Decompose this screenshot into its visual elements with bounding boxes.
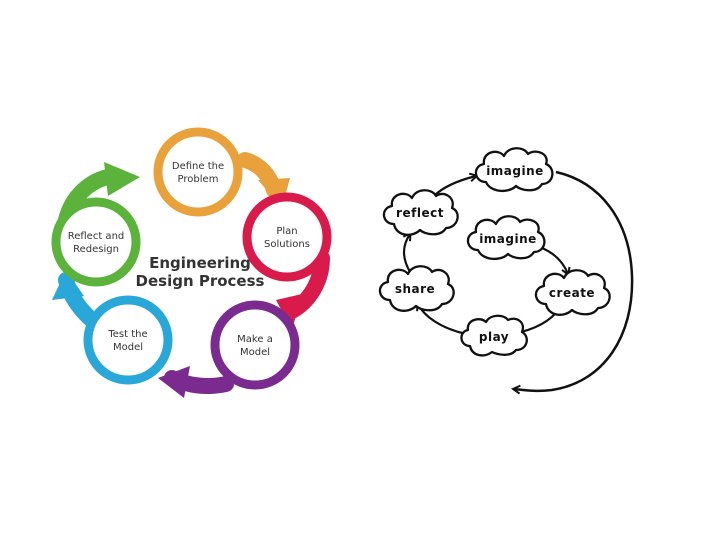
arrowhead-plan-to-make bbox=[276, 294, 302, 330]
arrow-share-to-reflect bbox=[404, 234, 410, 273]
cloud-shape bbox=[466, 215, 546, 261]
arrow-imagine-to-create bbox=[541, 246, 568, 274]
step-reflect-and-redesign: Reflect and Redesign bbox=[51, 197, 141, 287]
arrow-imagine-outer-spiral bbox=[514, 170, 634, 391]
diagram-title-line1: Engineering bbox=[149, 254, 251, 272]
step-ring bbox=[83, 295, 173, 385]
step-label-line2: Model bbox=[240, 347, 270, 358]
step-test-the-model: Test the Model bbox=[83, 295, 173, 385]
creative-learning-spiral-diagram: imagine reflect imagine share create pla… bbox=[378, 147, 634, 391]
step-label-line1: Plan bbox=[276, 226, 297, 237]
cloud-imagine-inner: imagine bbox=[466, 215, 546, 261]
step-label-line2: Problem bbox=[178, 174, 219, 185]
diagram-title-line2: Design Process bbox=[136, 272, 265, 290]
cloud-shape bbox=[382, 189, 459, 236]
engineering-design-process-diagram: Define the Problem Plan Solutions Make a… bbox=[51, 127, 332, 398]
cloud-label: share bbox=[395, 282, 435, 296]
step-label-line1: Make a bbox=[237, 334, 273, 345]
arrowhead-test-to-reflect bbox=[52, 270, 84, 300]
step-plan-solutions: Plan Solutions bbox=[242, 192, 332, 282]
step-label-line2: Model bbox=[113, 342, 143, 353]
cloud-label: imagine bbox=[486, 164, 544, 178]
cloud-shape bbox=[474, 147, 554, 193]
step-ring bbox=[210, 300, 300, 390]
cloud-imagine-outer: imagine bbox=[474, 147, 554, 193]
step-label-line1: Define the bbox=[172, 161, 224, 172]
step-label-line1: Test the bbox=[107, 329, 147, 340]
arrowhead-reflect-to-define bbox=[104, 162, 140, 196]
step-label-line2: Redesign bbox=[73, 244, 119, 255]
cloud-create: create bbox=[534, 269, 611, 316]
cloud-share: share bbox=[378, 265, 455, 312]
step-make-a-model: Make a Model bbox=[210, 300, 300, 390]
step-ring bbox=[153, 127, 243, 217]
step-define-the-problem: Define the Problem bbox=[153, 127, 243, 217]
step-ring bbox=[51, 197, 141, 287]
cloud-shape bbox=[534, 269, 611, 316]
cloud-shape bbox=[378, 265, 455, 312]
arrowhead-make-to-test bbox=[158, 366, 190, 398]
cloud-label: create bbox=[549, 286, 595, 300]
cloud-label: play bbox=[479, 330, 509, 344]
cloud-label: imagine bbox=[479, 232, 537, 246]
cloud-play: play bbox=[460, 314, 528, 357]
step-label-line2: Solutions bbox=[264, 239, 310, 250]
cloud-reflect: reflect bbox=[382, 189, 459, 236]
step-ring bbox=[242, 192, 332, 282]
cloud-label: reflect bbox=[396, 206, 444, 220]
arrow-reflect-to-imagine-outer bbox=[433, 176, 476, 197]
step-label-line1: Reflect and bbox=[68, 231, 125, 242]
cloud-shape bbox=[460, 314, 528, 357]
